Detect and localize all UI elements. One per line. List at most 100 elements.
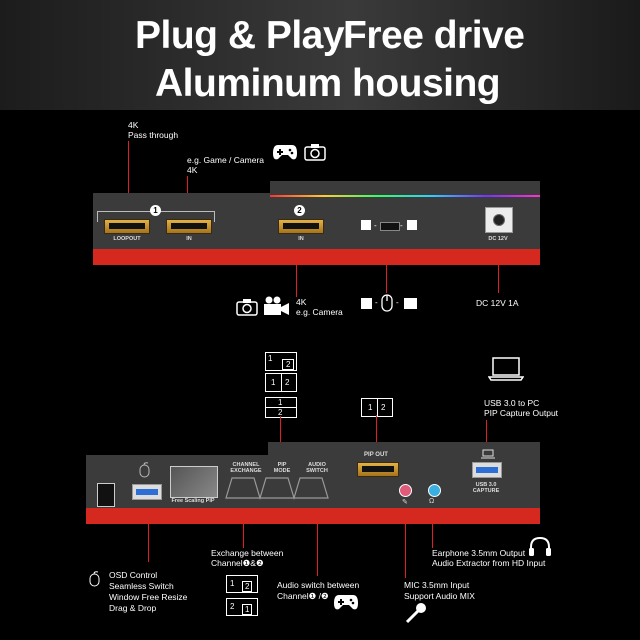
pip-digit: 2 bbox=[230, 602, 235, 611]
mic-jack[interactable] bbox=[399, 484, 412, 497]
pip-layout-stack: 1 2 bbox=[265, 397, 297, 418]
earphone-label-2: Audio Extractor from HD Input bbox=[432, 558, 546, 568]
mode-leader bbox=[386, 265, 387, 293]
laptop-icon bbox=[488, 357, 524, 381]
osd-label-3: Window Free Resize bbox=[109, 592, 188, 602]
channel-2-badge: 2 bbox=[294, 205, 305, 216]
mouse-icon bbox=[381, 294, 393, 312]
camera-label: e.g. Camera bbox=[296, 307, 343, 317]
pip-out-leader bbox=[376, 415, 377, 442]
headphone-symbol-icon: Ω bbox=[429, 498, 435, 505]
headline-plug-play: Plug & Play bbox=[135, 14, 345, 57]
channel-exchange-button[interactable] bbox=[233, 480, 251, 494]
pip-layout-inset: 1 2 bbox=[265, 352, 297, 371]
usb-pc-label: USB 3.0 to PC bbox=[484, 398, 540, 408]
passthrough-leader bbox=[128, 141, 129, 193]
osd-mouse-icon bbox=[139, 462, 150, 478]
usb-a-port-front[interactable] bbox=[132, 484, 162, 500]
usb-capture-tongue bbox=[476, 467, 498, 473]
mode-full-icon-2 bbox=[404, 298, 417, 309]
mode-toggle-switch[interactable] bbox=[380, 222, 400, 231]
headline-free-drive: Free drive bbox=[343, 14, 525, 57]
pip-mode-button[interactable] bbox=[268, 480, 286, 494]
pip-digit: 1 bbox=[242, 604, 253, 615]
exchange-label-1: Exchange between bbox=[211, 548, 284, 558]
headline-aluminum: Aluminum housing bbox=[155, 62, 501, 105]
pip-digit: 2 bbox=[242, 581, 253, 592]
mode-full-icon bbox=[407, 220, 417, 230]
mic-symbol-icon: ✎ bbox=[402, 499, 408, 506]
camcorder-icon bbox=[264, 296, 289, 315]
usb-leader bbox=[486, 420, 487, 442]
pip-digit: 1 bbox=[278, 398, 283, 407]
pip-digit: 1 bbox=[230, 579, 235, 588]
headline-banner bbox=[0, 0, 640, 110]
bottom-red-base bbox=[86, 508, 540, 524]
audio-switch-label-1: Audio switch between bbox=[277, 580, 360, 590]
side-slot bbox=[97, 483, 115, 507]
bottom-device-body bbox=[86, 455, 540, 509]
pip-digit: 1 bbox=[368, 403, 373, 412]
free-scaling-label: Free Scaling PIP bbox=[171, 498, 215, 504]
hdmi-in1-port[interactable] bbox=[166, 219, 212, 234]
top-red-base bbox=[93, 249, 540, 265]
pip-digit: 1 bbox=[268, 354, 273, 363]
button-outline bbox=[225, 477, 329, 500]
switch-separator-right: - bbox=[400, 221, 403, 230]
osd-label-2: Seamless Switch bbox=[109, 581, 174, 591]
osd-mouse-icon-2 bbox=[89, 571, 100, 587]
pip-divider bbox=[377, 399, 378, 416]
exchange-layout-b: 2 1 bbox=[226, 598, 258, 616]
dc-jack[interactable] bbox=[485, 207, 513, 233]
channel-exchange-label: CHANNEL EXCHANGE bbox=[230, 462, 262, 474]
power-leader bbox=[498, 265, 499, 293]
pip-digit: 1 bbox=[271, 378, 276, 387]
free-scaling-graphic bbox=[170, 466, 218, 498]
dc-label: DC 12V bbox=[488, 236, 508, 242]
dc-jack-hole bbox=[493, 214, 505, 226]
exchange-leader bbox=[243, 524, 244, 548]
camera-4k-label: 4K bbox=[296, 297, 307, 307]
usb-laptop-icon bbox=[481, 449, 495, 459]
earphone-leader bbox=[432, 524, 433, 548]
exchange-label-2: Channel❶&❷ bbox=[211, 558, 264, 568]
channel-1-badge: 1 bbox=[150, 205, 161, 216]
usb-pip-label: PIP Capture Output bbox=[484, 408, 559, 418]
osd-label-1: OSD Control bbox=[109, 570, 158, 580]
audio-switch-button[interactable] bbox=[302, 480, 320, 494]
pip-out-label: PIP OUT bbox=[364, 452, 388, 458]
game-camera-4k-label: 4K bbox=[187, 165, 198, 175]
microphone-icon bbox=[405, 603, 426, 624]
camera-leader bbox=[296, 265, 297, 297]
usb-capture-port[interactable] bbox=[472, 462, 502, 478]
pip-mode-label: PIP MODE bbox=[273, 462, 291, 474]
pip-digit: 2 bbox=[381, 403, 386, 412]
pip-layout-side: 1 2 bbox=[265, 373, 297, 392]
pip-divider bbox=[281, 374, 282, 391]
mode-pip-icon bbox=[361, 220, 371, 230]
in2-label: IN bbox=[298, 236, 304, 242]
audio-leader bbox=[317, 524, 318, 576]
power-label: DC 12V 1A bbox=[476, 298, 519, 308]
usb-capture-label: USB 3.0 CAPTURE bbox=[472, 482, 500, 494]
mic-label-2: Support Audio MIX bbox=[404, 591, 475, 601]
mic-leader bbox=[405, 524, 406, 578]
mode-sep-1: - bbox=[375, 298, 378, 307]
top-device-raised bbox=[270, 181, 540, 195]
audio-switch-label-2: Channel❶ /❷ bbox=[277, 591, 329, 601]
rgb-strip bbox=[270, 195, 540, 197]
exchange-layout-a: 1 2 bbox=[226, 575, 258, 593]
pip-mode-leader bbox=[280, 416, 281, 442]
pip-digit: 2 bbox=[278, 408, 283, 417]
hdmi-pip-out-port[interactable] bbox=[357, 462, 399, 477]
earphone-jack[interactable] bbox=[428, 484, 441, 497]
earphone-label-1: Earphone 3.5mm Output bbox=[432, 548, 526, 558]
passthrough-4k-label: 4K bbox=[128, 120, 139, 130]
hdmi-in2-port[interactable] bbox=[278, 219, 324, 234]
mic-label-1: MIC 3.5mm Input bbox=[404, 580, 470, 590]
hdmi-loopout-port[interactable] bbox=[104, 219, 150, 234]
game-camera-leader bbox=[187, 176, 188, 193]
camera-icon-2 bbox=[236, 299, 258, 316]
mode-sep-2: - bbox=[396, 298, 399, 307]
headphones-icon bbox=[529, 536, 551, 556]
